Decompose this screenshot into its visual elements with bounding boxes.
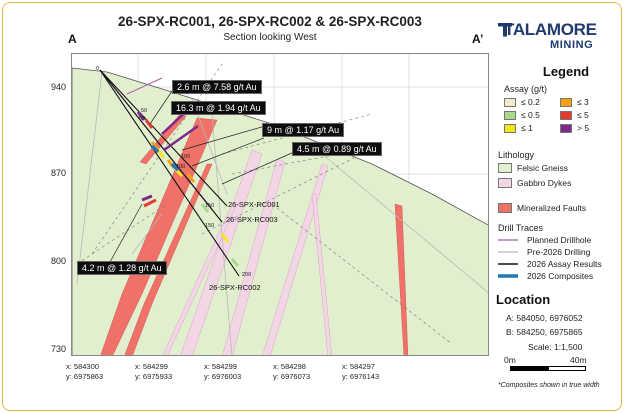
y-tick-label: 940 — [50, 82, 66, 92]
assay-label: ≤ 3 — [577, 97, 589, 107]
assay-label: ≤ 0.2 — [521, 97, 540, 107]
section-end-label: A’ — [472, 32, 484, 46]
logo-mark-icon — [498, 23, 512, 37]
depth-label: 100 — [181, 154, 191, 160]
intercept-callout: 4.5 m @ 0.89 g/t Au — [292, 142, 382, 156]
assay-swatch — [504, 98, 516, 107]
depth-label: 50 — [139, 116, 146, 122]
depth-label: 0 — [96, 66, 100, 72]
assay-swatch — [560, 98, 572, 107]
assay-title: Assay (g/t) — [504, 84, 548, 94]
drillhole-label: 26-SPX-RC003 — [226, 215, 278, 224]
2026-composites — [150, 144, 180, 172]
lithology-label: Gabbro Dykes — [517, 178, 572, 188]
company-logo: TALAMORE MINING — [498, 20, 610, 60]
scale-left-label: 0m — [504, 355, 516, 365]
trace-swatches — [498, 239, 518, 278]
trace-label: Planned Drillhole — [527, 235, 592, 245]
footnote: *Composites shown in true width — [498, 382, 600, 389]
assay-label: ≤ 5 — [577, 110, 589, 120]
cross-section-map — [71, 53, 489, 356]
legend: Legend — [496, 64, 620, 79]
logo-line1: TALAMORE — [504, 20, 597, 39]
logo-line2: MINING — [550, 39, 594, 51]
depth-label: 200 — [242, 272, 252, 278]
mineralized-faults — [100, 113, 409, 355]
location-title: Location — [496, 292, 551, 307]
callout-leaders — [109, 87, 295, 263]
drillhole-label: 26-SPX-RC001 — [228, 200, 280, 209]
y-tick-label: 870 — [50, 168, 66, 178]
lithology-swatch — [498, 163, 512, 173]
trace-label: 2026 Assay Results — [527, 259, 602, 269]
scale-right-label: 40m — [570, 355, 587, 365]
assay-label: > 5 — [577, 123, 590, 133]
depth-label: 50 — [141, 108, 148, 114]
assay-swatch — [560, 124, 572, 133]
drillhole-label: 26-SPX-RC002 — [209, 283, 261, 292]
cross-section-drawing — [72, 54, 488, 355]
y-tick-label: 800 — [50, 256, 66, 266]
traces-title: Drill Traces — [498, 223, 544, 233]
section-start-label: A — [68, 32, 77, 46]
faults-swatch — [498, 203, 512, 213]
location-a: A: 584050, 6976052 — [506, 313, 583, 323]
assay-label: ≤ 0.5 — [521, 110, 540, 120]
lithology-title: Lithology — [498, 150, 535, 160]
intercept-callout: 2.6 m @ 7.58 g/t Au — [172, 80, 262, 94]
intercept-callout: 4.2 m @ 1.28 g/t Au — [77, 261, 167, 275]
depth-label: 150 — [205, 203, 215, 209]
trace-label: 2026 Composites — [527, 271, 594, 281]
assay-label: ≤ 1 — [521, 123, 533, 133]
scale-text: Scale: 1:1,500 — [528, 342, 583, 352]
2026-drill-traces — [99, 69, 240, 277]
intercept-callout: 16.3 m @ 1.94 g/t Au — [171, 101, 266, 115]
trace-label: Pre-2026 Drilling — [527, 247, 591, 257]
y-tick-label: 730 — [50, 344, 66, 354]
assay-swatch — [504, 124, 516, 133]
lithology-swatch — [498, 178, 512, 188]
felsic-gneiss-area — [72, 67, 488, 355]
intercept-callout: 9 m @ 1.17 g/t Au — [262, 123, 345, 137]
gabbro-dykes — [162, 149, 333, 355]
figure-subtitle: Section looking West — [223, 32, 317, 43]
depth-label: 100 — [176, 164, 186, 170]
assay-swatch — [504, 111, 516, 120]
location-b: B: 584250, 6975865 — [506, 327, 583, 337]
scale-bar — [510, 366, 586, 371]
lithology-label: Felsic Gneiss — [517, 163, 569, 173]
assay-swatch — [560, 111, 572, 120]
legend-title: Legend — [542, 64, 590, 79]
figure-title: 26-SPX-RC001, 26-SPX-RC002 & 26-SPX-RC00… — [118, 14, 422, 29]
faults-label: Mineralized Faults — [517, 203, 586, 213]
depth-label: 150 — [205, 223, 215, 229]
